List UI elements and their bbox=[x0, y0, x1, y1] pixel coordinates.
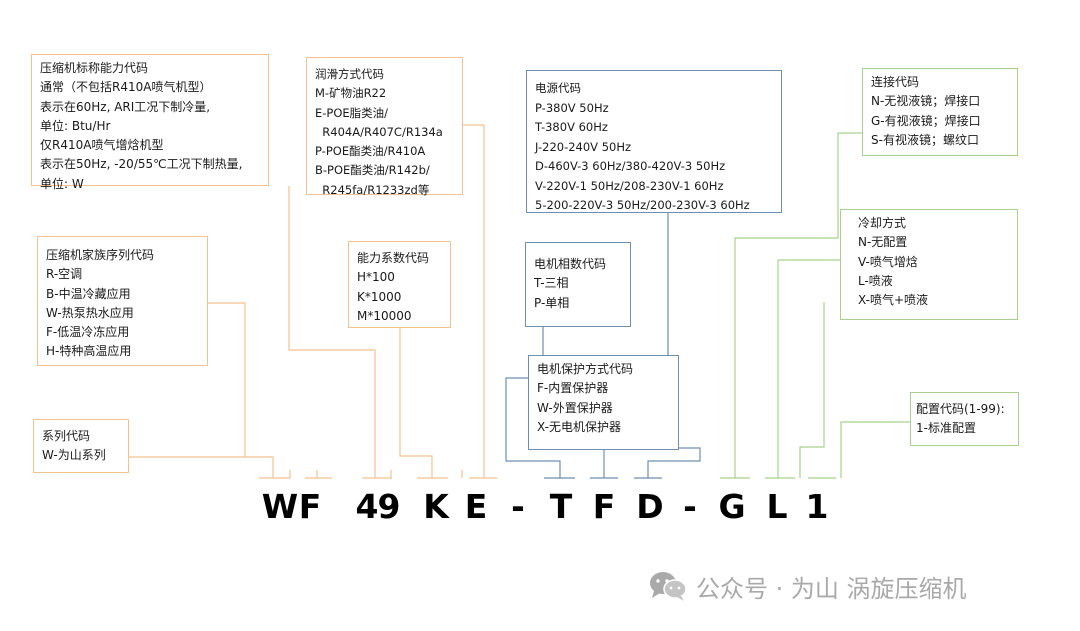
model-code-char: F bbox=[592, 487, 616, 526]
lubrication-code-box: 润滑方式代码 M-矿物油R22 E-POE脂类油/ R404A/R407C/R1… bbox=[306, 57, 463, 197]
box-line: R-空调 bbox=[46, 267, 83, 282]
box-line: D-460V-3 60Hz/380-420V-3 50Hz bbox=[535, 159, 726, 173]
box-line: 1-标准配置 bbox=[916, 421, 976, 436]
model-code-char: - bbox=[511, 487, 525, 526]
connection-code-box: 连接代码 N-无视液镜；焊接口 G-有视液镜；焊接口 S-有视液镜；螺纹口 bbox=[862, 68, 1018, 156]
box-title: 电机保护方式代码 bbox=[537, 362, 634, 376]
model-code-char: K bbox=[423, 487, 449, 526]
family-code-box: 压缩机家族序列代码 R-空调 B-中温冷藏应用 W-热泵热水应用 F-低温冷冻应… bbox=[37, 236, 208, 366]
model-code-char: G bbox=[718, 487, 746, 526]
capacity-factor-code-box: 能力系数代码 H*100 K*1000 M*10000 bbox=[348, 241, 451, 328]
model-code-char: T bbox=[549, 487, 573, 526]
box-line: L-喷液 bbox=[858, 273, 893, 288]
box-line: F-内置保护器 bbox=[537, 381, 609, 396]
box-line: T-380V 60Hz bbox=[535, 120, 608, 134]
box-line: B-POE酯类油/R142b/ bbox=[315, 163, 430, 178]
wechat-icon bbox=[648, 570, 688, 602]
model-code-char: - bbox=[683, 487, 697, 526]
box-title: 电源代码 bbox=[535, 81, 581, 95]
model-code-char: 4 bbox=[355, 487, 379, 526]
box-line: P-POE酯类油/R410A bbox=[315, 144, 426, 159]
box-line: 表示在60Hz, ARI工况下制冷量, bbox=[40, 99, 211, 114]
box-line: V-220V-1 50Hz/208-230V-1 60Hz bbox=[535, 178, 724, 193]
box-line: N-无配置 bbox=[858, 235, 908, 250]
capacity-code-box: 压缩机标称能力代码 通常（不包括R410A喷气机型） 表示在60Hz, ARI工… bbox=[31, 54, 269, 191]
connector-series bbox=[129, 456, 274, 478]
box-line: H*100 bbox=[357, 270, 395, 285]
connector-config bbox=[840, 421, 910, 478]
box-title: 冷却方式 bbox=[858, 216, 907, 230]
model-code-char: W bbox=[261, 487, 299, 526]
connector-capacity bbox=[288, 186, 376, 478]
box-line: 仅R410A喷气增焓机型 bbox=[40, 138, 164, 153]
box-title: 润滑方式代码 bbox=[315, 67, 384, 81]
box-line: S-有视液镜；螺纹口 bbox=[871, 132, 979, 147]
box-line: 5-200-220V-3 50Hz/200-230V-3 60Hz bbox=[535, 198, 750, 212]
box-line: X-喷气+喷液 bbox=[858, 293, 929, 308]
box-line: W-外置保护器 bbox=[537, 400, 613, 415]
connector-lubrication bbox=[463, 124, 485, 478]
box-line: P-单相 bbox=[534, 295, 570, 310]
box-line: 单位: W bbox=[40, 176, 84, 191]
box-title: 压缩机家族序列代码 bbox=[46, 248, 155, 262]
box-line: X-无电机保护器 bbox=[537, 419, 621, 434]
box-line: E-POE脂类油/ bbox=[315, 105, 389, 120]
box-line: R404A/R407C/R134a bbox=[315, 124, 443, 139]
box-title: 电机相数代码 bbox=[534, 257, 607, 271]
config-code-box: 配置代码(1-99): 1-标准配置 bbox=[910, 392, 1019, 446]
box-line: P-380V 50Hz bbox=[535, 100, 609, 115]
model-code-char: L bbox=[766, 487, 788, 526]
series-code-box: 系列代码 W-为山系列 bbox=[33, 419, 129, 473]
cooling-method-box: 冷却方式 N-无配置 V-喷气增焓 L-喷液 X-喷气+喷液 bbox=[840, 209, 1018, 320]
box-line: G-有视液镜；焊接口 bbox=[871, 113, 981, 128]
box-line: N-无视液镜；焊接口 bbox=[871, 94, 981, 109]
connector-connection bbox=[734, 132, 862, 478]
model-code-char: E bbox=[464, 487, 488, 526]
phase-code-box: 电机相数代码 T-三相 P-单相 bbox=[525, 242, 631, 327]
box-line: H-特种高温应用 bbox=[46, 344, 132, 359]
box-line: J-220-240V 50Hz bbox=[535, 139, 632, 154]
model-code-char: 9 bbox=[377, 487, 401, 526]
box-line: R245fa/R1233zd等 bbox=[315, 182, 430, 197]
watermark-text: 公众号 · 为山 涡旋压缩机 bbox=[696, 574, 967, 603]
box-line: V-喷气增焓 bbox=[858, 254, 918, 269]
model-code-char: 1 bbox=[805, 487, 829, 526]
box-title: 压缩机标称能力代码 bbox=[40, 61, 149, 75]
box-line: W-热泵热水应用 bbox=[46, 305, 134, 320]
model-code-char: F bbox=[298, 487, 322, 526]
box-line: K*1000 bbox=[357, 289, 402, 304]
box-title: 配置代码(1-99): bbox=[916, 402, 1005, 416]
box-line: 通常（不包括R410A喷气机型） bbox=[40, 80, 212, 95]
box-title: 系列代码 bbox=[42, 429, 91, 443]
box-line: 表示在50Hz, -20/55℃工况下制热量, bbox=[40, 157, 243, 172]
box-line: 单位: Btu/Hr bbox=[40, 118, 111, 133]
box-line: M-矿物油R22 bbox=[315, 86, 387, 101]
box-line: B-中温冷藏应用 bbox=[46, 286, 131, 301]
box-line: W-为山系列 bbox=[42, 448, 106, 463]
box-line: F-低温冷冻应用 bbox=[46, 325, 130, 340]
connector-family bbox=[208, 302, 246, 457]
model-code-char: D bbox=[636, 487, 664, 526]
protection-code-box: 电机保护方式代码 F-内置保护器 W-外置保护器 X-无电机保护器 bbox=[528, 355, 679, 450]
watermark: 公众号 · 为山 涡旋压缩机 bbox=[648, 568, 967, 604]
connector-capacity-factor bbox=[399, 328, 433, 478]
connector-cooling bbox=[777, 259, 840, 478]
box-title: 能力系数代码 bbox=[357, 251, 430, 265]
box-title: 连接代码 bbox=[871, 75, 920, 89]
box-line: M*10000 bbox=[357, 308, 412, 323]
power-code-box: 电源代码 P-380V 50Hz T-380V 60Hz J-220-240V … bbox=[526, 70, 782, 213]
box-line: T-三相 bbox=[534, 276, 569, 291]
